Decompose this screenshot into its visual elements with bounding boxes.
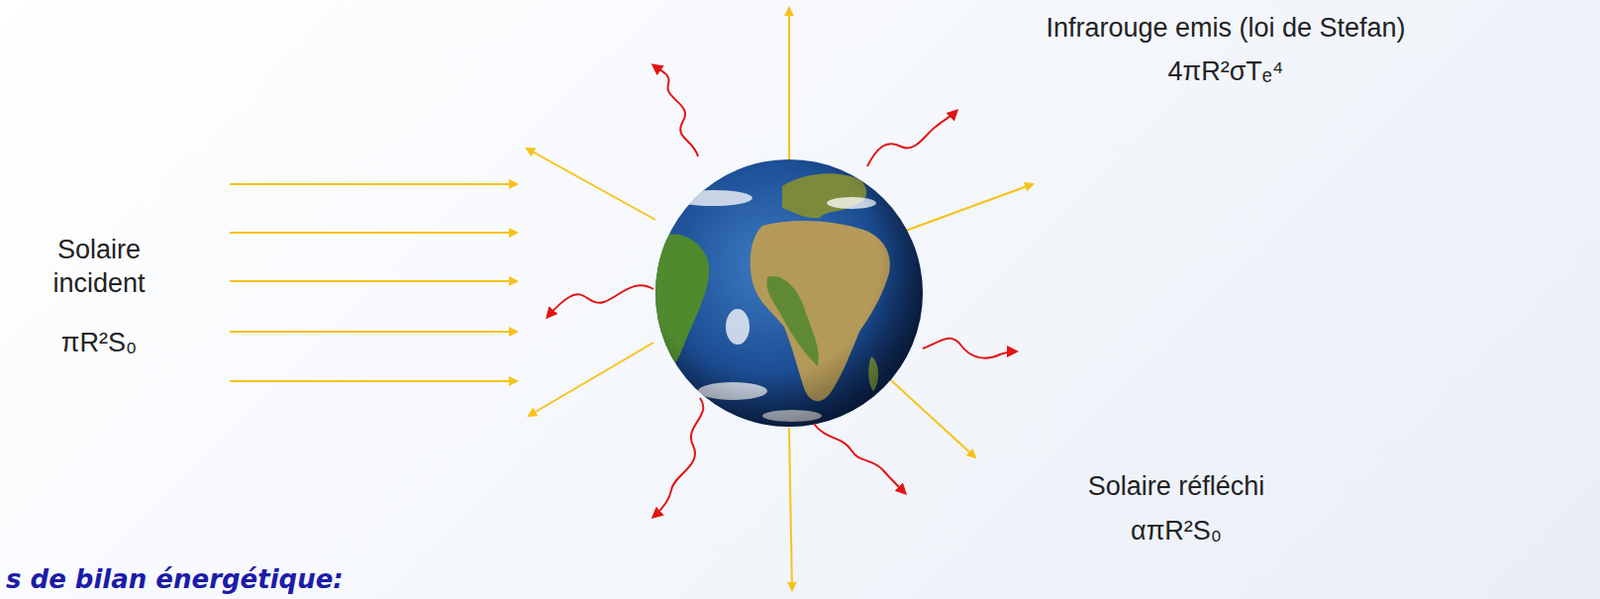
emitted-formula: 4πR²σTₑ⁴ [1097,55,1355,90]
incident-rays [229,184,517,382]
infrared-arrows [547,65,1016,517]
incident-label: Solaire incident [24,233,174,301]
reflected-rays [526,7,1033,591]
reflected-label: Solaire réfléchi [1027,470,1325,504]
earth-globe [652,159,923,427]
heading-fragment: s de bilan énergétique: [5,563,521,597]
emitted-label: Infrarouge emis (loi de Stefan) [968,11,1484,46]
reflected-formula: απR²S₀ [1047,514,1305,549]
incident-formula: πR²S₀ [9,326,189,361]
